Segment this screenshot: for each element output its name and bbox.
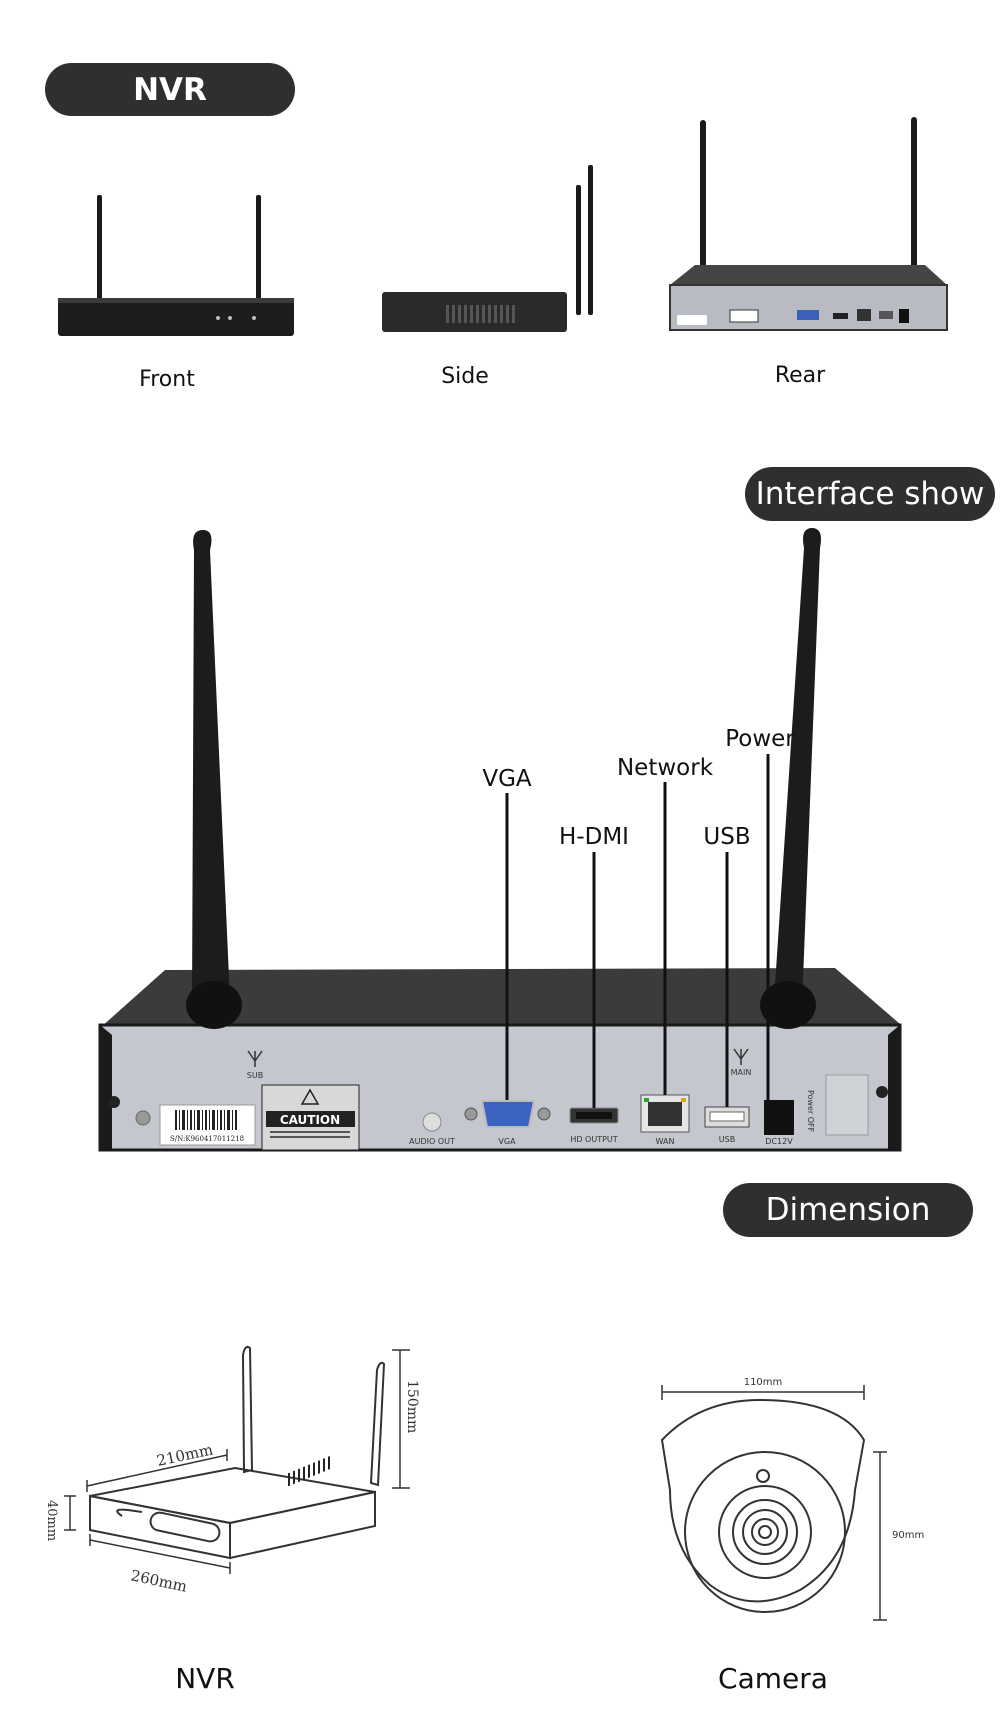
callout-power: Power (725, 726, 795, 752)
dimension-label-nvr: NVR (175, 1662, 235, 1695)
usb-port-label: USB (719, 1135, 735, 1144)
caution-label-text: CAUTION (280, 1113, 340, 1127)
nvr-side-image (382, 165, 593, 332)
camera-width-label: 110mm (744, 1377, 783, 1388)
main-label: MAIN (731, 1068, 752, 1077)
callout-lines (505, 754, 770, 1108)
interface-section-title-text: Interface show (755, 476, 985, 512)
nvr-section-title: NVR (45, 63, 295, 116)
wan-port-label: WAN (656, 1137, 675, 1146)
nvr-height-label: 40mm (44, 1500, 59, 1541)
view-label-side: Side (441, 364, 489, 389)
power-off-label: Power OFF (806, 1090, 815, 1133)
nvr-section-title-text: NVR (133, 71, 207, 108)
nvr-dimension-drawing: 210mm 40mm 260mm 150mm (44, 1345, 420, 1596)
nvr-antenna-label: 150mm (404, 1380, 420, 1433)
nvr-rear-image (669, 117, 948, 331)
vga-port-label: VGA (498, 1137, 516, 1146)
dimension-section-title-text: Dimension (765, 1192, 931, 1228)
callout-network: Network (616, 755, 714, 781)
nvr-width-label: 210mm (155, 1440, 215, 1469)
sub-label: SUB (247, 1071, 263, 1080)
interface-section-title: Interface show (745, 467, 995, 521)
dc12v-label: DC12V (765, 1137, 793, 1146)
dimension-label-camera: Camera (718, 1662, 828, 1695)
nvr-front-image (58, 195, 294, 336)
callout-usb: USB (703, 824, 751, 850)
serial-number-text: S/N:K960417011218 (170, 1135, 244, 1143)
view-label-rear: Rear (774, 363, 826, 388)
dimension-section-title: Dimension (723, 1183, 973, 1237)
camera-dimension-drawing: 110mm 90mm (660, 1377, 924, 1621)
camera-height-label: 90mm (892, 1530, 924, 1541)
callout-hdmi: H-DMI (559, 824, 629, 850)
nvr-depth-label: 260mm (129, 1566, 189, 1595)
callout-vga: VGA (482, 766, 532, 792)
audio-out-label: AUDIO OUT (409, 1137, 455, 1146)
view-label-front: Front (139, 367, 195, 392)
hd-output-label: HD OUTPUT (570, 1135, 617, 1144)
